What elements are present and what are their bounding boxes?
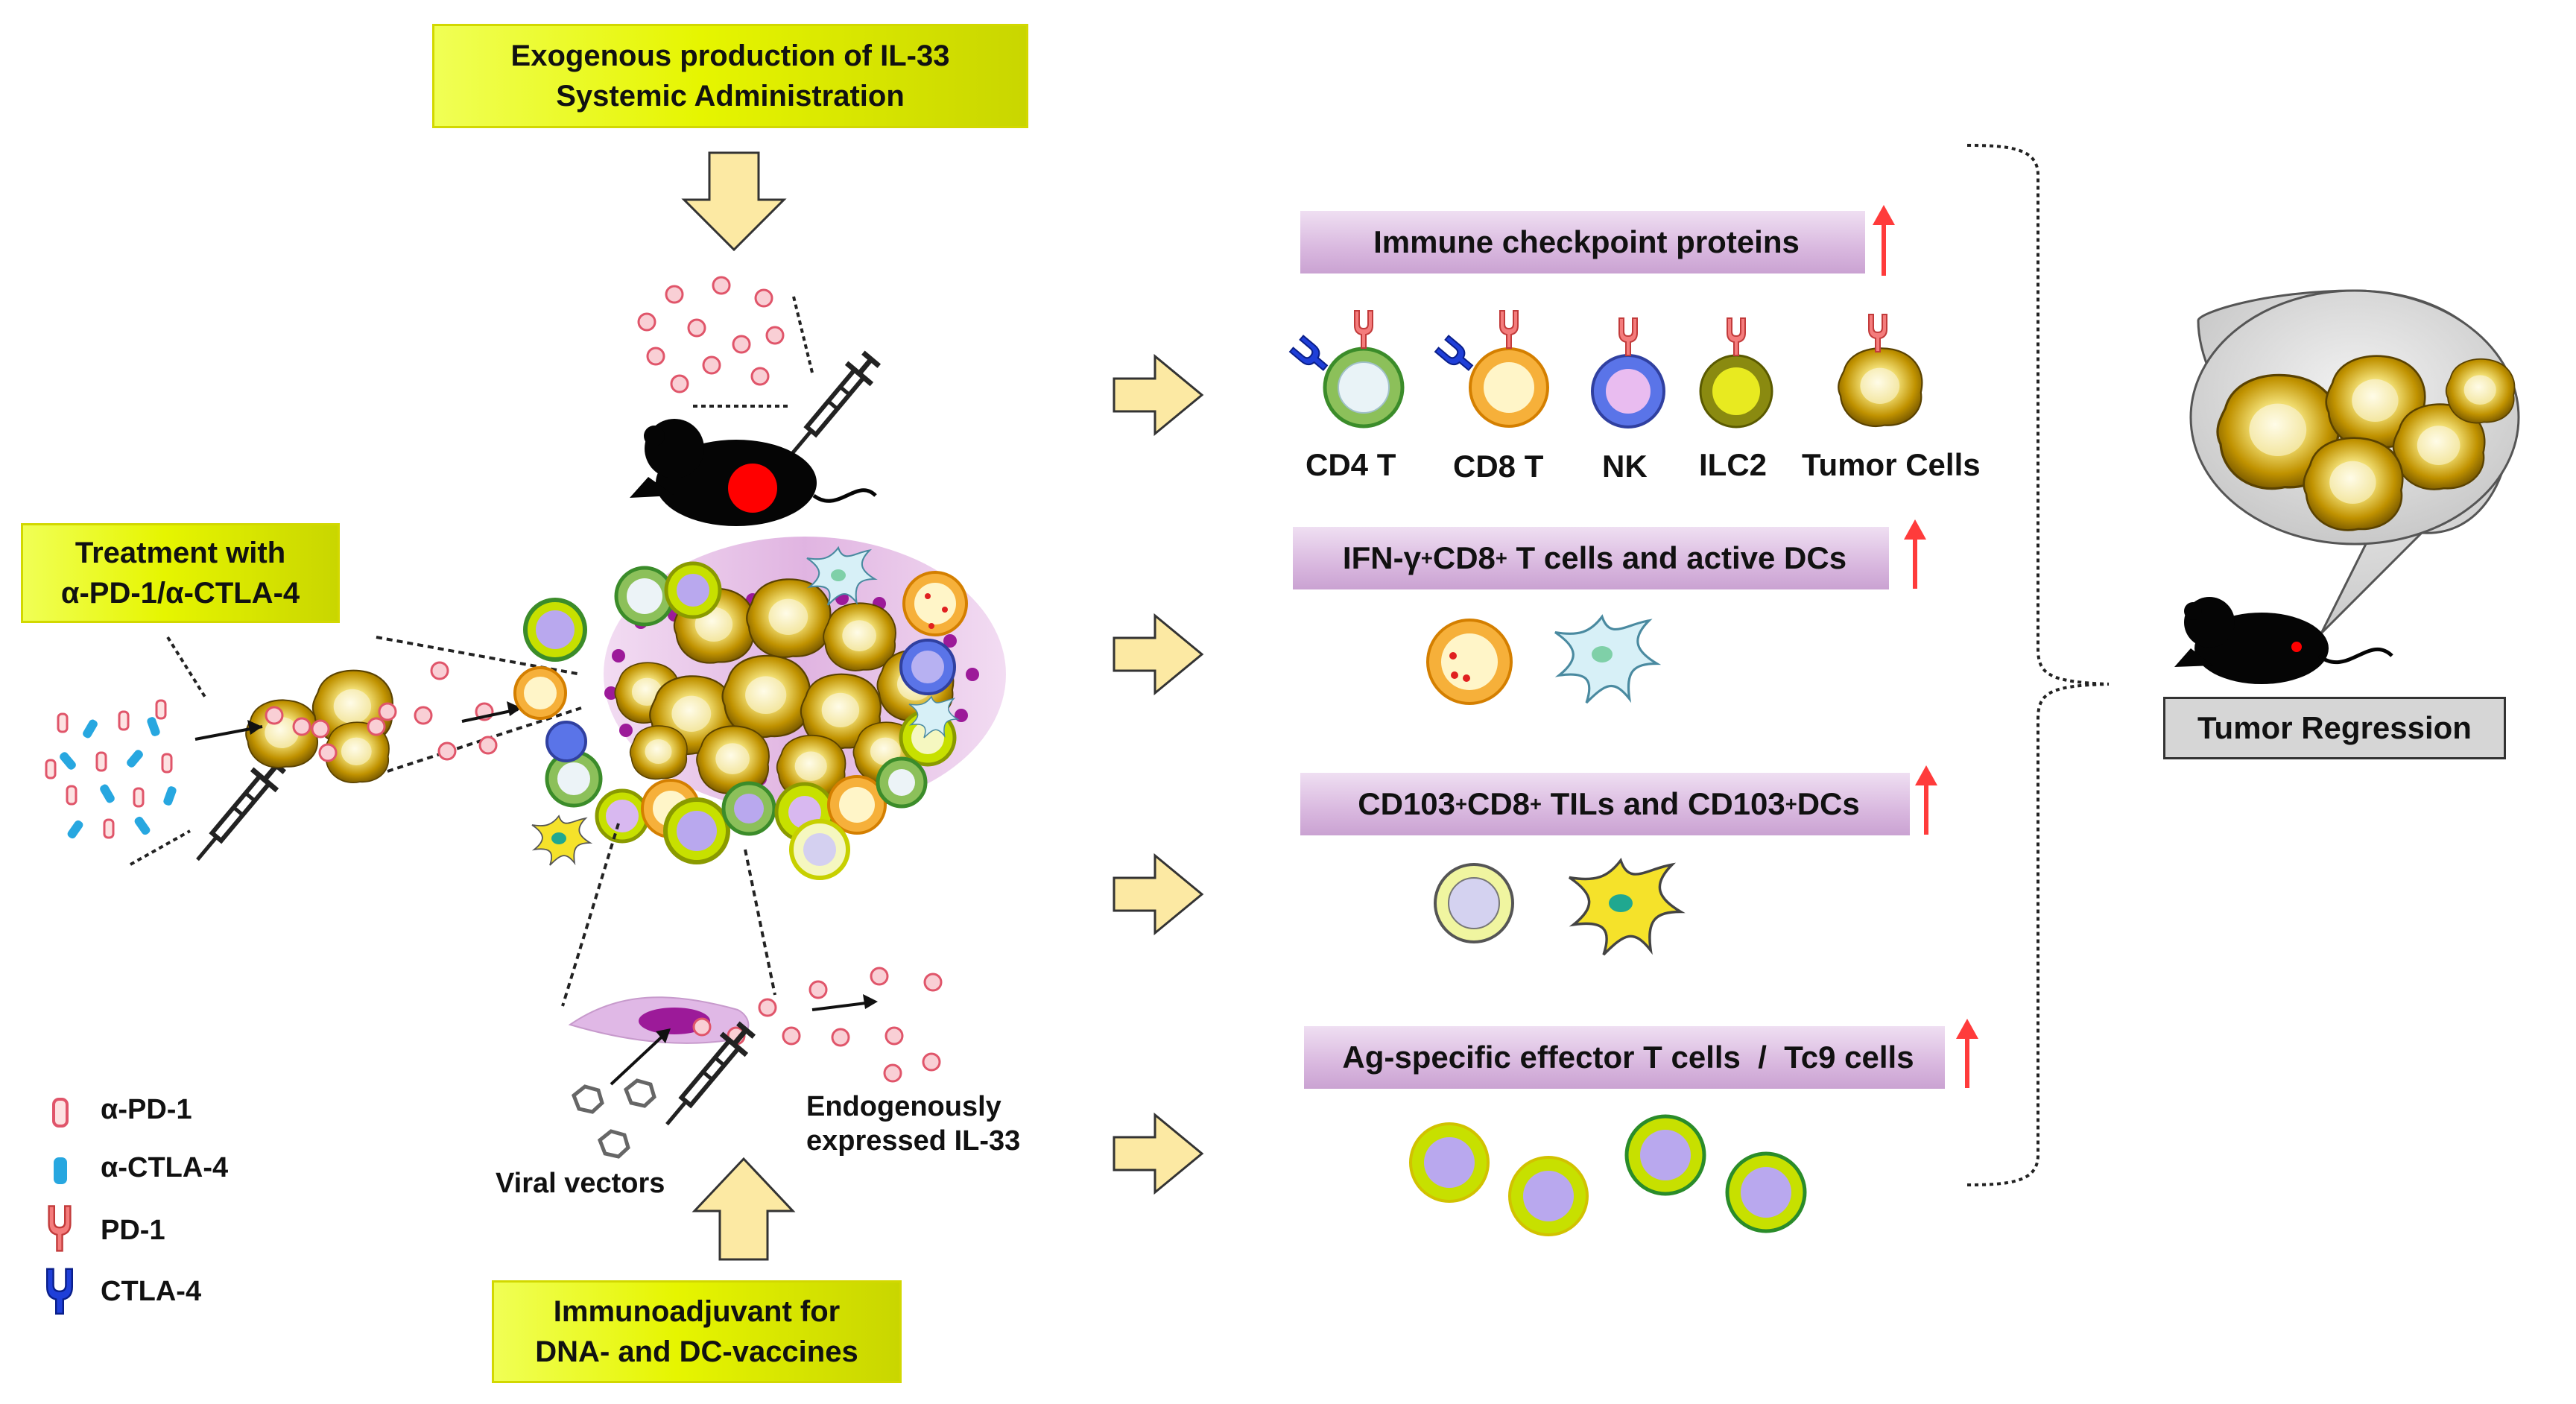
endogenous-line2: expressed IL-33 <box>806 1125 1021 1157</box>
tumor-cluster-small <box>194 669 393 784</box>
cd103-tils: TILs and CD103 <box>1541 786 1785 821</box>
cell-label-cd8: CD8 T <box>1453 449 1544 484</box>
checkpoint-cells <box>1289 310 1923 429</box>
increase-arrow-agspecific <box>1956 1019 1978 1088</box>
exogenous-line1: Exogenous production of IL-33 <box>510 39 950 72</box>
il33-to-tumor-stream <box>376 636 582 773</box>
checkpoint-proteins-box: Immune checkpoint proteins <box>1300 211 1865 273</box>
legend-label-anti-pd1: α-PD-1 <box>101 1094 192 1125</box>
checkpoint-title: Immune checkpoint proteins <box>1373 224 1800 259</box>
syringe-icon <box>185 755 289 870</box>
ifn-text: IFN-γ <box>1342 540 1421 575</box>
treatment-line2: α-PD-1/α-CTLA-4 <box>60 577 300 610</box>
increase-arrow-cd103 <box>1915 765 1937 835</box>
antibody-particles <box>45 636 206 866</box>
tumor-microenvironment <box>513 537 1006 880</box>
immunoadjuvant-box: Immunoadjuvant for DNA- and DC-vaccines <box>492 1280 902 1383</box>
legend-label-anti-ctla4: α-CTLA-4 <box>101 1152 229 1183</box>
legend-icons <box>46 1098 74 1315</box>
tumor-regression-illustration <box>2174 289 2520 684</box>
exogenous-line2: Systemic Administration <box>556 80 905 113</box>
endogenous-line1: Endogenously <box>806 1091 1001 1122</box>
cd103-dcs: DCs <box>1797 786 1860 821</box>
cd103-cd8: CD8 <box>1466 786 1531 821</box>
agspecific-cells <box>1409 1114 1807 1236</box>
arrow-to-cd103 <box>1113 854 1203 935</box>
agspecific-title: Ag-specific effector T cells / Tc9 cells <box>1342 1040 1914 1075</box>
increase-arrow-ifn <box>1904 519 1926 589</box>
ifn-cells <box>1426 615 1659 705</box>
ifn-rest: T cells and active DCs <box>1507 540 1847 575</box>
grouping-bracket <box>1966 144 2110 1186</box>
ifn-cd8-box: IFN-γ+CD8+ T cells and active DCs <box>1293 527 1889 589</box>
tumor-regression-box: Tumor Regression <box>2163 697 2506 759</box>
endogenous-il33-region <box>561 823 943 1159</box>
cd103-text: CD103 <box>1358 786 1456 821</box>
cd103-box: CD103+CD8+ TILs and CD103+DCs <box>1300 773 1910 835</box>
syringe-icon <box>779 349 884 464</box>
arrow-to-checkpoint <box>1113 355 1203 435</box>
mouse-icon <box>630 419 877 526</box>
up-arrow-immunoadjuvant <box>692 1157 796 1261</box>
immunoadjuvant-line2: DNA- and DC-vaccines <box>535 1335 858 1368</box>
tumor-regression-label: Tumor Regression <box>2197 710 2472 745</box>
arrow-to-agspecific <box>1113 1113 1203 1194</box>
treatment-line1: Treatment with <box>75 537 286 569</box>
cell-label-cd4: CD4 T <box>1306 447 1396 482</box>
viral-vectors-label: Viral vectors <box>496 1168 665 1199</box>
increase-arrow-checkpoint <box>1873 205 1895 276</box>
ifn-cd8: CD8 <box>1432 540 1496 575</box>
immunoadjuvant-line1: Immunoadjuvant for <box>553 1295 841 1328</box>
il33-particles-systemic <box>637 276 814 408</box>
cd103-cells <box>1434 858 1683 956</box>
cell-label-nk: NK <box>1602 449 1648 484</box>
exogenous-production-box: Exogenous production of IL-33 Systemic A… <box>432 24 1028 128</box>
agspecific-box: Ag-specific effector T cells / Tc9 cells <box>1304 1026 1945 1089</box>
treatment-box: Treatment with α-PD-1/α-CTLA-4 <box>21 523 340 623</box>
cell-label-ilc2: ILC2 <box>1699 447 1768 482</box>
endogenous-il33-label: Endogenously expressed IL-33 <box>806 1090 1020 1158</box>
legend-label-ctla4: CTLA-4 <box>101 1276 202 1307</box>
legend-label-pd1: PD-1 <box>101 1215 165 1246</box>
cell-label-tumor: Tumor Cells <box>1802 447 1981 482</box>
arrow-to-ifn <box>1113 614 1203 695</box>
down-arrow-exogenous <box>681 151 787 252</box>
